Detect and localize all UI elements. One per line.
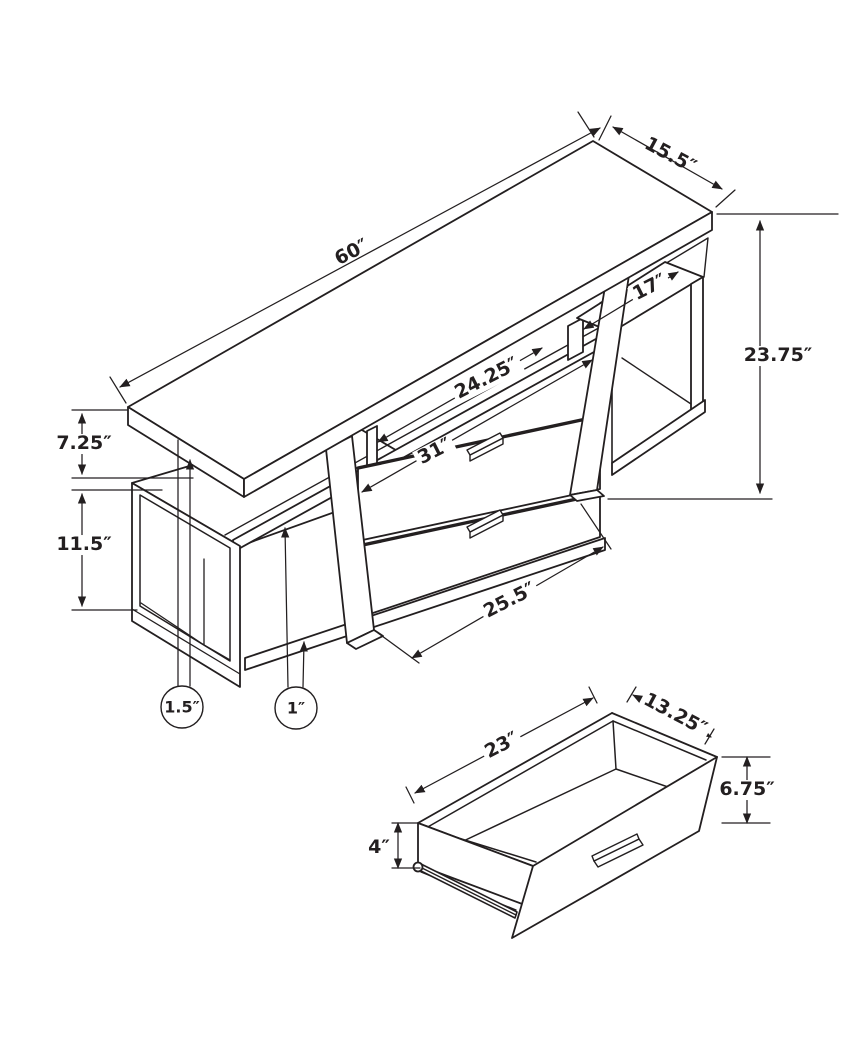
dim-label-cabinet-opening: 11.5″ bbox=[53, 534, 115, 555]
dim-label-side-height: 4″ bbox=[368, 836, 390, 859]
drawer-detail-structure bbox=[412, 712, 718, 939]
dim-label-shelf-thickness: 1″ bbox=[286, 698, 306, 718]
divider-right bbox=[567, 317, 584, 361]
callout-circle bbox=[274, 686, 318, 730]
tv-stand-structure bbox=[127, 140, 713, 688]
dim-label-panel-thickness: 1.5″ bbox=[164, 697, 200, 717]
dim-label-front-height: 6.75″ bbox=[716, 779, 778, 800]
dim-label-total-height: 23.75″ bbox=[740, 345, 816, 366]
left-cabinet bbox=[131, 482, 241, 688]
callout-circle bbox=[160, 685, 204, 729]
dim-label-top-gap: 7.25″ bbox=[53, 433, 115, 454]
drawer-handle-icon bbox=[591, 833, 644, 868]
